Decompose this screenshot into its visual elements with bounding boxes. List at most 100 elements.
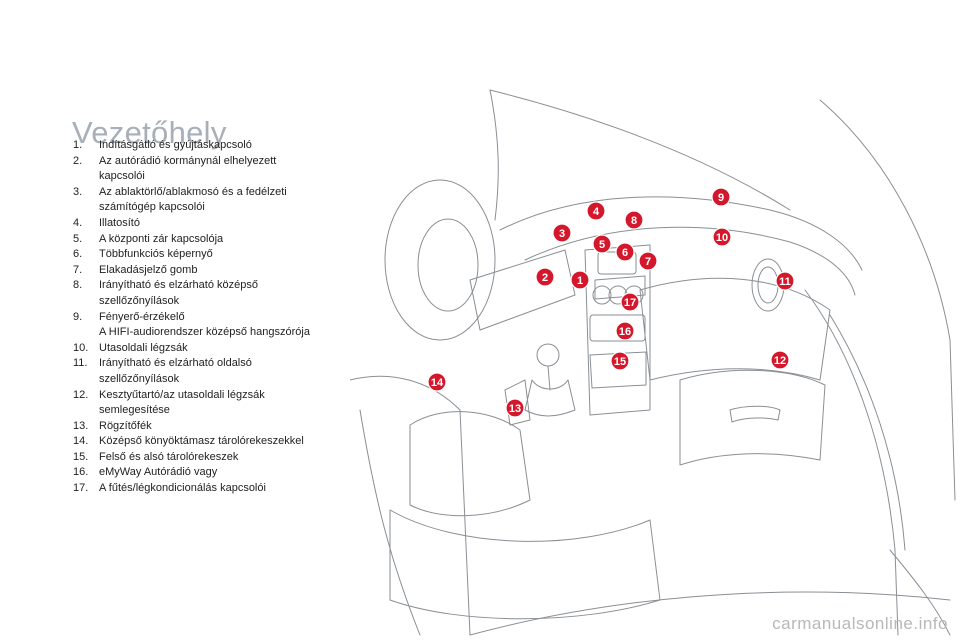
- legend-number: 10.: [73, 341, 89, 354]
- legend-number: 4.: [73, 216, 83, 229]
- storage-bin: [589, 351, 647, 389]
- legend-item: 10. Utasoldali légzsák: [73, 341, 363, 357]
- dashboard-edge: [524, 226, 856, 296]
- legend-number: 11.: [73, 357, 88, 370]
- callout-label: 6: [622, 247, 628, 259]
- right-lower-trim: [889, 549, 951, 636]
- steering-column: [469, 249, 576, 331]
- legend-item: 9. Fényerő-érzékelő A HIFI-audiorendszer k…: [73, 310, 363, 341]
- steering-wheel-outer: [384, 179, 496, 341]
- callout-label: 1: [577, 275, 583, 287]
- callout-marker-2: 2: [535, 267, 555, 287]
- page-title: Vezetőhely: [72, 114, 227, 150]
- legend-item: 17. A fűtés/légkondicionálás kapcsolói: [73, 481, 363, 497]
- legend-text: Kesztyűtartó/az utasoldali légzsák: [99, 388, 265, 401]
- legend-text: szellőzőnyílások: [99, 294, 180, 307]
- legend-number: 2.: [73, 154, 83, 167]
- legend-item: 1. Indításgátló és gyújtáskapcsoló: [73, 138, 363, 154]
- callout-label: 11: [779, 276, 791, 288]
- callout-label: 10: [716, 232, 728, 244]
- glovebox-handle: [729, 405, 781, 423]
- legend-item: 3. Az ablaktörlő/ablakmosó és a fedélzeti…: [73, 185, 363, 216]
- callout-marker-4: 4: [586, 201, 606, 221]
- legend-text: Középső könyöktámasz tárolórekeszekkel: [99, 435, 304, 448]
- legend-text: Elakadásjelző gomb: [99, 263, 198, 276]
- legend-number: 8.: [73, 279, 83, 292]
- legend-number: 7.: [73, 263, 83, 276]
- callout-marker-1: 1: [570, 270, 590, 290]
- legend-item: 12. Kesztyűtartó/az utasoldali légzsák sem…: [73, 388, 363, 419]
- callout-marker-10: 10: [712, 227, 732, 247]
- callout-label: 9: [718, 192, 724, 204]
- legend-text: Fényerő-érzékelő: [99, 310, 185, 323]
- legend-text: Irányítható és elzárható oldalsó: [99, 357, 252, 370]
- gear-boot: [524, 379, 576, 417]
- legend-text: Az autórádió kormánynál elhelyezett: [99, 154, 277, 167]
- center-vents: [594, 275, 646, 300]
- door-panel-inner: [829, 314, 906, 551]
- legend-item: 15.Felső és alsó tárolórekeszek: [73, 450, 363, 466]
- windscreen-line: [489, 89, 791, 211]
- door-panel-outline: [804, 289, 899, 636]
- legend-text: A központi zár kapcsolója: [99, 232, 224, 245]
- watermark: carmanualsonline.info: [772, 614, 948, 633]
- legend-text: számítógép kapcsolói: [99, 201, 205, 214]
- legend-text: Többfunkciós képernyő: [99, 248, 213, 261]
- callout-marker-14: 14: [427, 372, 447, 392]
- callout-label: 13: [509, 403, 521, 415]
- legend-number: 17.: [73, 482, 89, 495]
- callout-label: 5: [599, 239, 605, 251]
- callout-marker-3: 3: [552, 223, 572, 243]
- legend-number: 14.: [73, 435, 89, 448]
- legend-number: 6.: [73, 248, 83, 261]
- legend-number: 12.: [73, 388, 89, 401]
- callout-marker-12: 12: [770, 350, 790, 370]
- callout-label: 7: [645, 256, 651, 268]
- callout-label: 8: [631, 215, 637, 227]
- left-trim: [359, 409, 421, 636]
- callout-marker-5: 5: [592, 234, 612, 254]
- legend-text: A fűtés/légkondicionálás kapcsolói: [99, 482, 266, 495]
- callout-label: 15: [614, 356, 626, 368]
- callout-label: 4: [593, 206, 600, 218]
- floor-line: [469, 591, 951, 636]
- callout-label: 14: [431, 377, 444, 389]
- legend-text: A HIFI-audiorendszer középső hangszórója: [99, 326, 310, 339]
- legend-text: Illatosító: [99, 216, 140, 229]
- callout-marker-13: 13: [505, 398, 525, 418]
- glovebox-outline: [679, 369, 826, 466]
- seat-lower: [389, 509, 661, 620]
- legend-number: 9.: [73, 310, 83, 323]
- callout-marker-8: 8: [624, 210, 644, 230]
- legend-text: kapcsolói: [99, 170, 145, 183]
- legend-item: 14. Középső könyöktámasz tárolórekeszekke…: [73, 434, 363, 450]
- legend-text: Utasoldali légzsák: [99, 341, 188, 354]
- legend-text: Rögzítőfék: [99, 419, 152, 432]
- legend-text: Indításgátló és gyújtáskapcsoló: [99, 139, 252, 151]
- legend-item: 13. Rögzítőfék: [73, 419, 363, 435]
- legend-item: 7. Elakadásjelző gomb: [73, 263, 363, 279]
- legend-number: 1.: [73, 139, 83, 151]
- legend-number: 3.: [73, 185, 83, 198]
- legend-item: 2. Az autórádió kormánynál elhelyezett kap…: [73, 154, 363, 185]
- callout-label: 3: [559, 228, 565, 240]
- legend-number: 15.: [73, 450, 89, 463]
- callout-label: 16: [619, 326, 631, 338]
- legend-text: Az ablaktörlő/ablakmosó és a fedélzeti: [99, 185, 287, 198]
- callout-marker-9: 9: [711, 187, 731, 207]
- callout-marker-7: 7: [638, 251, 658, 271]
- callout-label: 2: [542, 272, 548, 284]
- callout-marker-6: 6: [615, 242, 635, 262]
- legend-item: 5.A központi zár kapcsolója: [73, 232, 363, 248]
- legend-number: 13.: [73, 419, 89, 432]
- legend-item: 6. Többfunkciós képernyő: [73, 247, 363, 263]
- driver-seat: [409, 411, 531, 517]
- legend-number: 16.: [73, 466, 89, 479]
- gear-stick: [547, 365, 551, 391]
- legend-text: semlegesítése: [99, 404, 170, 417]
- legend-item: 16.eMyWay Autórádió vagy: [73, 465, 363, 481]
